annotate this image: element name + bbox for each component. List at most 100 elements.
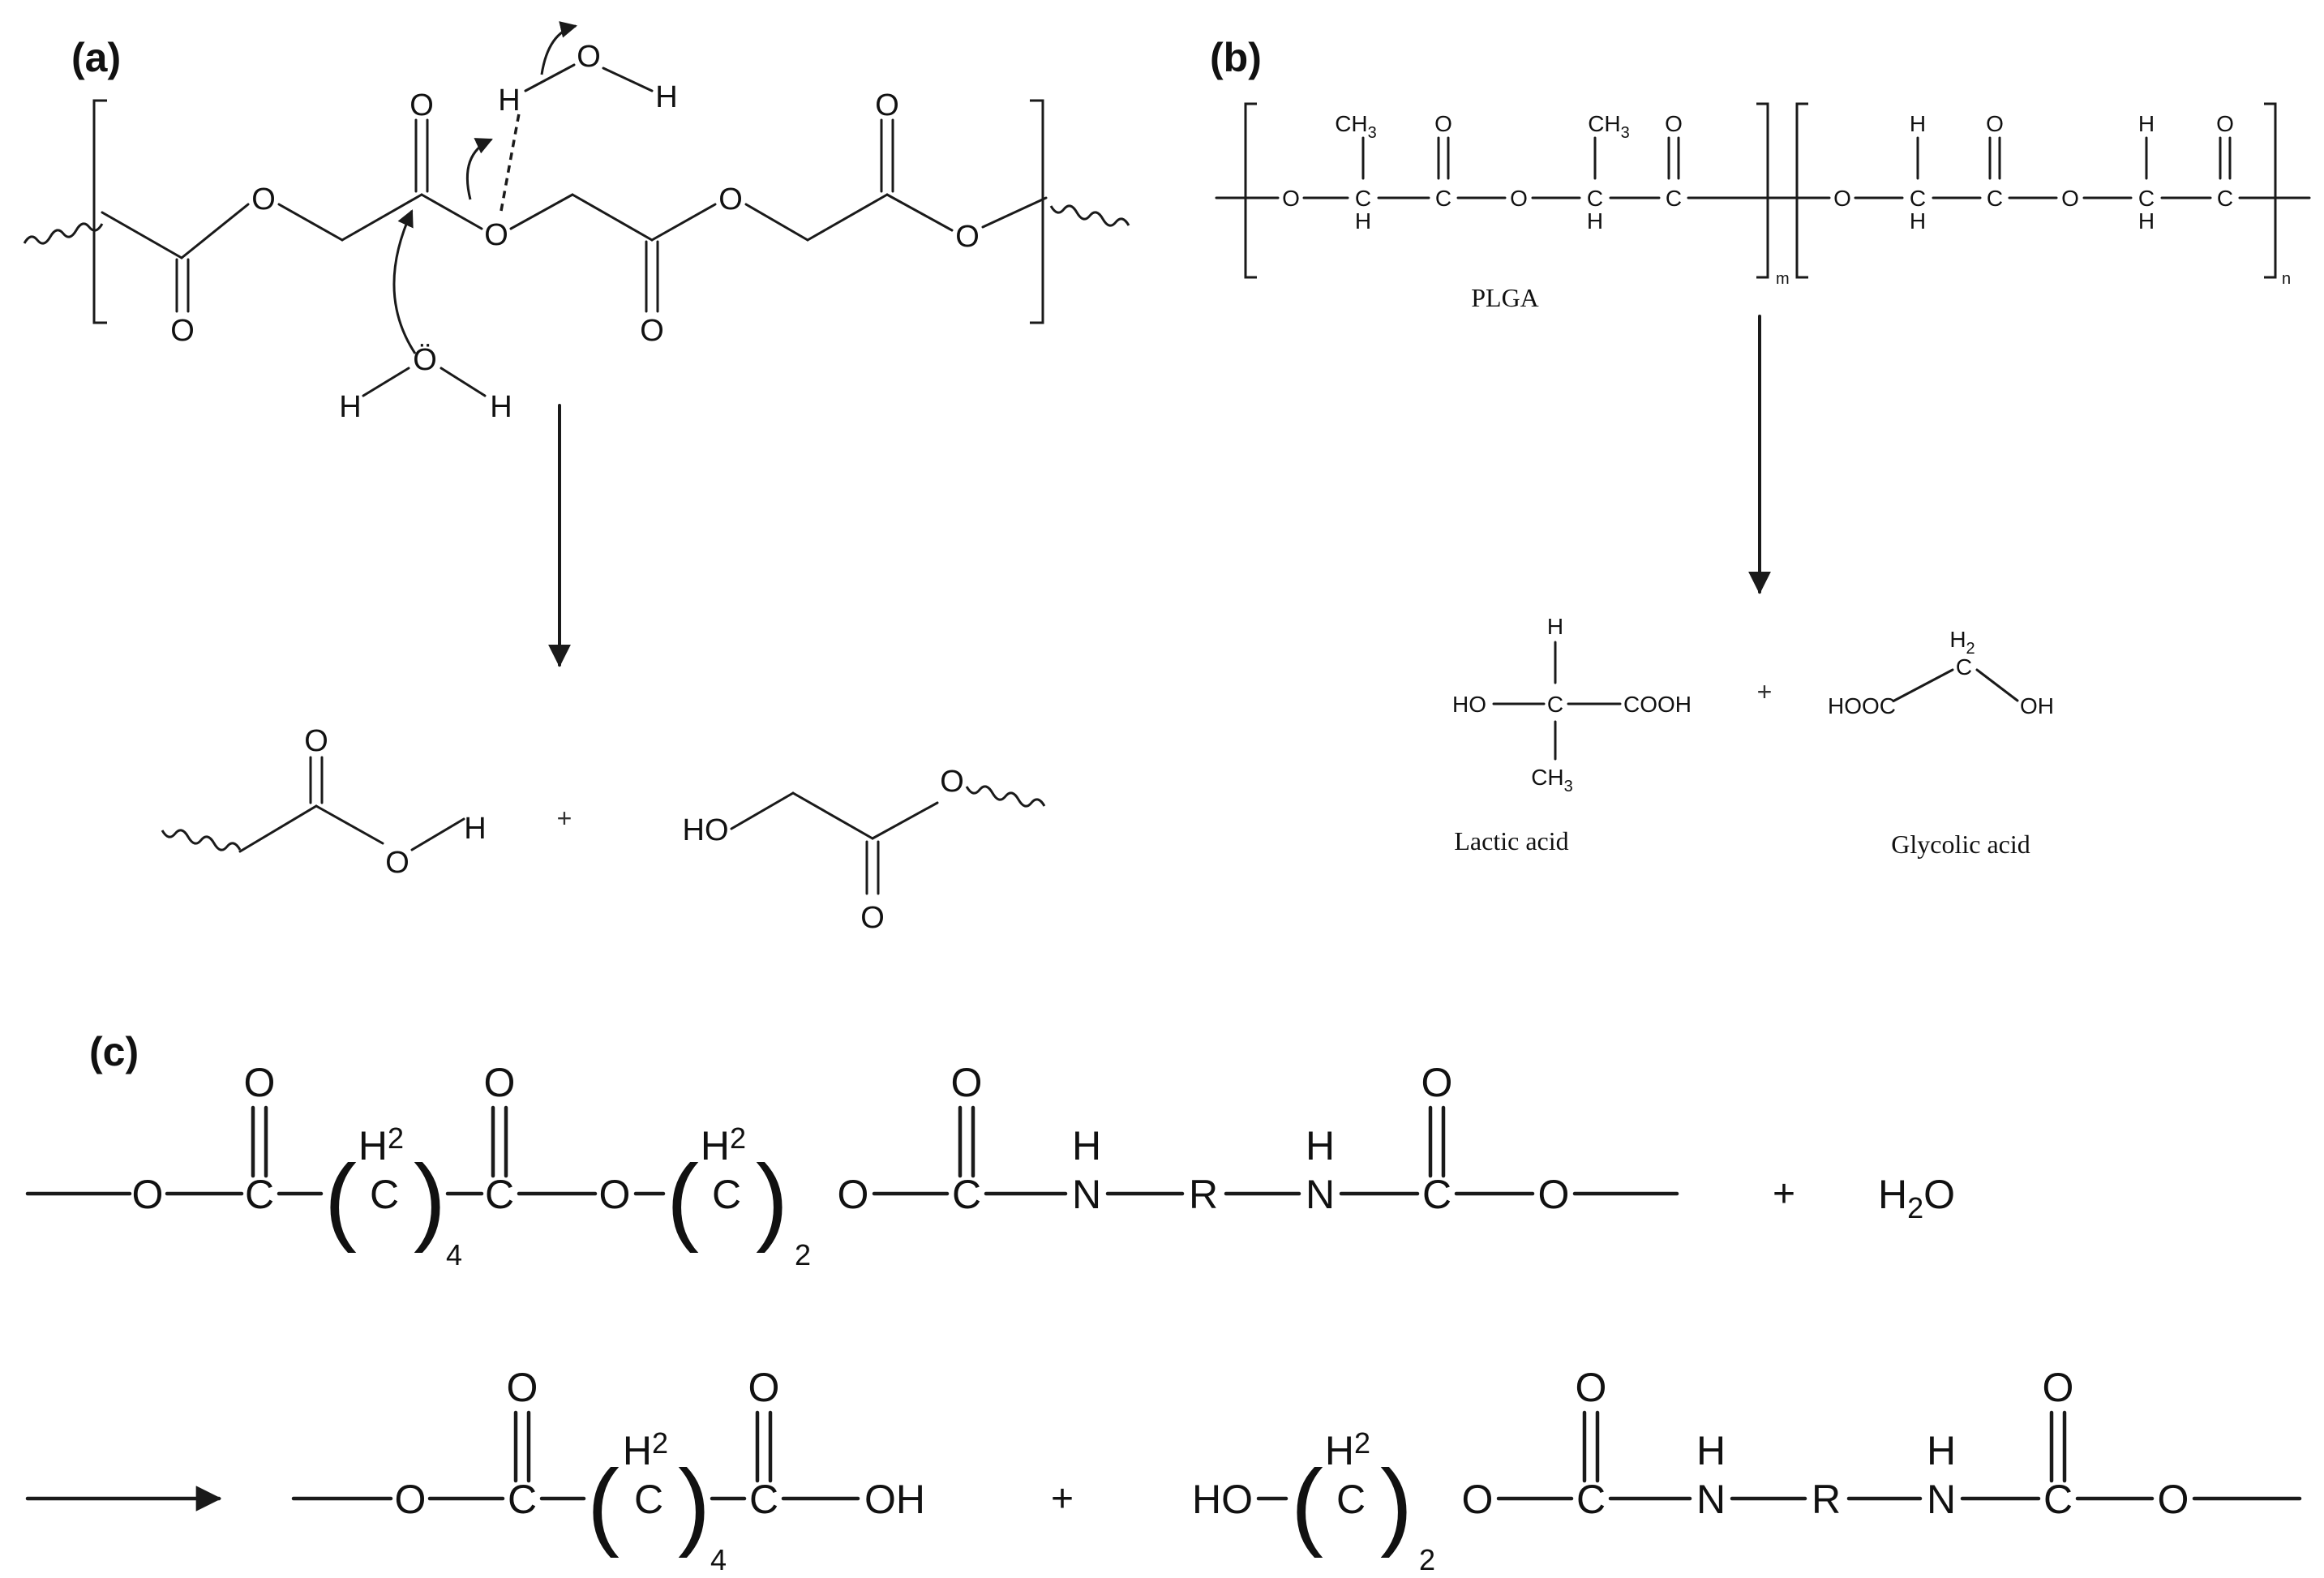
atom-b-c6: C [1987,186,2003,211]
hbond-dashed [500,113,521,212]
rc-h-n2: H [1306,1123,1335,1168]
atom-b-o1: O [1282,186,1300,211]
atom-b-c7: C [2138,186,2155,211]
atom-b-o6: O [1986,111,2004,136]
glycolic-h2: H2 [1949,627,1975,658]
rc-n1: N [1072,1172,1101,1217]
p1-paren-r: ) [678,1450,710,1559]
caption-plga: PLGA [1471,283,1539,312]
atom-b-o8: O [2216,111,2234,136]
atom-o-carbonyl0: O [170,314,195,348]
p2-h-n1: H [1696,1428,1726,1473]
panel-a: (a) [23,21,1130,935]
p1-c3: C [749,1477,778,1522]
rc-sub2: 2 [795,1238,811,1271]
glycolic-c: C [1956,654,1972,680]
atom-prod1-h: H [464,812,486,846]
p2-paren-r: ) [1380,1450,1413,1559]
atom-prod2-ho: HO [683,813,729,847]
product-acid-fragment: O C O ( H2 C ) 4 C O OH [291,1365,925,1576]
p1-oh: OH [864,1477,925,1522]
caption-lactic-acid: Lactic acid [1454,826,1568,855]
polyurethane-reactant: O C O ( H2 C ) 4 C O O ( H2 C ) 2 O [25,1060,1679,1271]
panel-c: (c) O C O ( H2 C ) 4 C O O ( H2 C [25,1029,2302,1576]
atom-o-water-nuc: Ö [413,343,437,377]
atom-o-end: O [955,220,980,254]
atom-b-o7: O [2061,186,2079,211]
lactic-c: C [1547,692,1563,717]
p2-c2: C [1576,1477,1606,1522]
caption-glycolic-acid: Glycolic acid [1891,830,2030,859]
atom-o-ring1: O [251,182,276,217]
bracket-m-right [1756,102,1769,279]
lactic-h: H [1547,614,1563,639]
p2-paren-l: ( [1291,1450,1323,1559]
p1-h2: H2 [623,1426,668,1473]
panel-c-label: (c) [89,1029,139,1074]
atom-o-water-top: O [577,40,601,74]
atom-b-c2: C [1435,186,1451,211]
atom-b-h7-bottom: H [2138,208,2155,234]
atom-prod1-o-top: O [304,724,328,758]
atom-b-o2: O [1434,111,1452,136]
rc-paren-l2: ( [667,1145,699,1254]
p2-c1: C [1336,1477,1366,1522]
product-hydroxy-ester: HO O O [683,765,1046,935]
atom-h-water-left: H [339,390,361,424]
plus-c1: + [1773,1173,1795,1216]
p1-sub4: 4 [710,1543,727,1576]
subscript-m: m [1776,270,1790,288]
rc-o-c1: O [244,1060,276,1105]
p2-h2: H2 [1325,1426,1370,1473]
p1-paren-l: ( [587,1450,620,1559]
rc-paren-l1: ( [324,1145,357,1254]
water-molecule: H2O [1878,1172,1955,1224]
bracket-m-left [1244,102,1257,279]
rc-o-c5: O [951,1060,983,1105]
rc-h2-1: H2 [358,1121,404,1168]
rc-c5: C [952,1172,981,1217]
p2-o1: O [1462,1477,1494,1522]
p2-c3: C [2043,1477,2073,1522]
glycolic-oh: OH [2020,693,2054,718]
atom-b-c5: C [1910,186,1926,211]
atom-b-h7-top: H [2138,111,2155,136]
panel-a-label: (a) [71,35,121,80]
atom-o-bridge: O [484,218,508,252]
atom-b-ch3-2: CH3 [1588,111,1630,142]
atom-h-water-top: H [655,80,677,114]
atom-b-c4: C [1666,186,1682,211]
p2-o-c2: O [1576,1365,1607,1410]
rc-c2: C [370,1172,399,1217]
panel-b: (b) m n [1210,35,2311,859]
p1-o-c3: O [748,1365,780,1410]
atom-prod1-o: O [385,846,409,880]
atom-o-carbonyl3: O [875,88,899,122]
backbone-bonds [101,118,1048,313]
atom-o-ring3: O [718,182,743,217]
atom-prod2-o-bottom: O [860,901,885,935]
glycolic-hooc: HOOC [1828,693,1896,718]
rc-h2-2: H2 [701,1121,746,1168]
p1-c2: C [634,1477,663,1522]
atom-b-c1: C [1355,186,1371,211]
p2-o-c3: O [2043,1365,2074,1410]
plus-b: + [1757,677,1773,706]
plus-c2: + [1051,1477,1074,1520]
curved-arrow-h-transfer [540,21,578,75]
atom-prod2-o: O [940,765,964,799]
panel-b-label: (b) [1210,35,1262,80]
wavy-end-right [1049,204,1130,227]
atom-b-h5-bottom: H [1910,208,1926,234]
lactic-ch3: CH3 [1531,765,1573,795]
p1-o-c1: O [507,1365,538,1410]
rc-o4: O [1538,1172,1570,1217]
atom-b-c3: C [1587,186,1603,211]
atom-h-water-right: H [490,390,512,424]
atom-b-o5: O [1833,186,1851,211]
lactic-acid: H HO C COOH CH3 Lactic acid [1452,614,1692,855]
rc-c6: C [1422,1172,1451,1217]
curved-arrow-o-h [465,138,493,200]
lactic-cooh: COOH [1623,692,1692,717]
